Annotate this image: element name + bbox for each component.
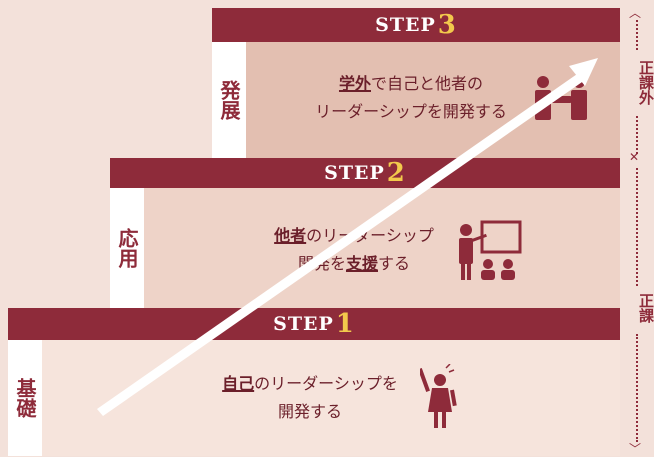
label-extracurricular: 正課外 (637, 59, 654, 105)
step3-number: 3 (437, 10, 457, 40)
step2-underlined-term2: 支援 (345, 254, 378, 273)
step2-side-label: 応用 (110, 188, 144, 308)
upper-dotted-line-2 (636, 116, 638, 154)
step2-line2-suffix: する (378, 254, 411, 273)
step2-side-text: 応用 (115, 228, 139, 268)
step3-description: 学外で自己と他者の リーダーシップを開発する (296, 70, 526, 126)
chevron-divider-icon: ✕ (629, 150, 640, 164)
step1-line2: 開発する (277, 402, 342, 421)
step2-line1: のリーダーシップ (306, 226, 434, 245)
step1-underlined-term: 自己 (222, 374, 255, 393)
step1-content: 自己のリーダーシップを 開発する (42, 340, 620, 456)
step3-side-text: 発展 (217, 80, 241, 120)
step1-description: 自己のリーダーシップを 開発する (200, 370, 420, 426)
step2-content: 他者のリーダーシップ 開発を支援する (144, 188, 620, 308)
upper-dotted-line (636, 20, 638, 50)
step3-line2: リーダーシップを開発する (315, 102, 507, 121)
step3-side-label: 発展 (212, 42, 246, 158)
label-curricular: 正課 (637, 293, 654, 323)
step1-side-label: 基礎 (8, 340, 42, 456)
chevron-up-icon: ︿ (629, 6, 642, 20)
middle-dotted-line (636, 168, 638, 286)
step1-side-text: 基礎 (13, 378, 37, 418)
step2-word: STEP (324, 162, 385, 184)
right-axis: ︿ 正課外 ✕ 正課 ﹀ (620, 0, 654, 456)
step1-number: 1 (335, 309, 355, 339)
lower-dotted-line (636, 334, 638, 442)
step2-underlined-term: 他者 (274, 226, 307, 245)
step3-line1: で自己と他者の (371, 74, 484, 93)
step1-word: STEP (273, 313, 334, 335)
step3-underlined-term: 学外 (338, 74, 371, 93)
teaching-icon (459, 220, 522, 280)
step2-description: 他者のリーダーシップ 開発を支援する (254, 222, 454, 278)
step1-line1: のリーダーシップを (254, 374, 398, 393)
step3-word: STEP (375, 14, 436, 36)
raising-hand-person-icon (420, 364, 457, 428)
chevron-down-icon: ﹀ (629, 442, 642, 456)
step2-number: 2 (386, 158, 406, 188)
